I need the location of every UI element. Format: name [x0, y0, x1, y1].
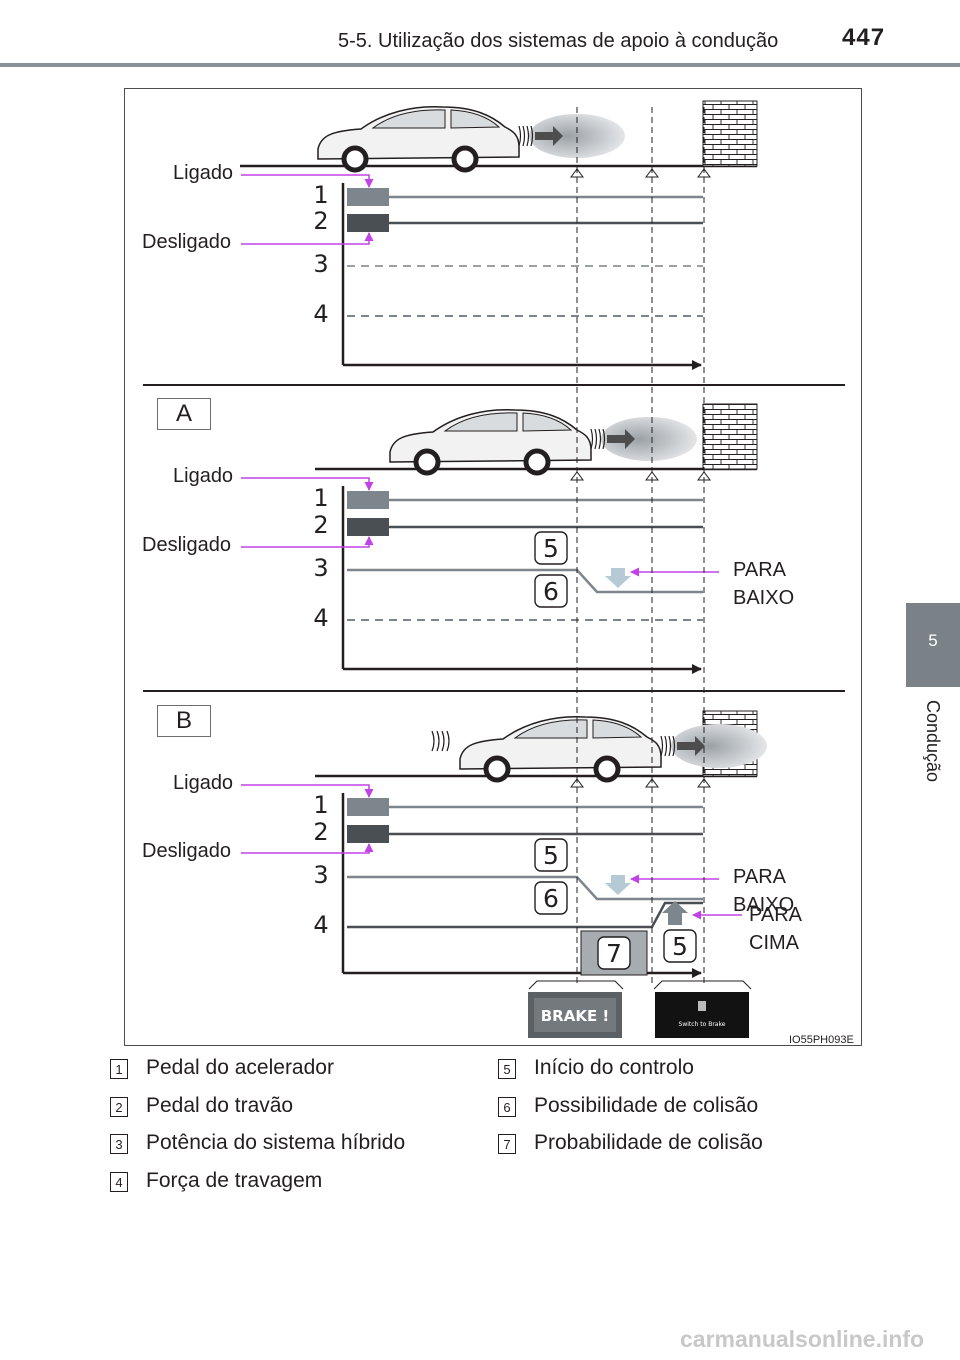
a-power-line — [347, 568, 703, 594]
b-box-5-brake: 5 — [672, 932, 688, 961]
legend-text: Probabilidade de colisão — [534, 1131, 763, 1154]
a-row-number-4: 4 — [313, 604, 328, 632]
b-box-6: 6 — [543, 884, 559, 913]
top-off-label: Desligado — [142, 231, 231, 253]
legend-text: Pedal do travão — [146, 1093, 294, 1117]
pedal-icon — [698, 1001, 706, 1011]
b-row-number-4: 4 — [313, 911, 328, 939]
b-off-label: Desligado — [142, 840, 231, 862]
a-down-arrow — [605, 568, 631, 588]
b-row-number-1: 1 — [313, 791, 328, 819]
switch-to-brake-text: Switch to Brake — [679, 1021, 726, 1028]
chapter-label: Condução — [923, 700, 943, 783]
b-braking-line — [347, 901, 703, 929]
top-row-number-3: 3 — [313, 250, 328, 278]
legend-text: Possibilidade de colisão — [534, 1093, 759, 1117]
a-box-5-frame — [534, 531, 568, 565]
b-para-cima-label: PARA CIMA — [749, 904, 801, 954]
a-box-6-frame — [534, 574, 568, 608]
section-title: 5-5. Utilização dos sistemas de apoio à … — [338, 30, 779, 52]
legend-number: 1 — [110, 1059, 128, 1079]
a-brake-block — [347, 518, 389, 536]
b-on-label: Ligado — [173, 772, 234, 794]
a-para-baixo-label: PARA BAIXO — [733, 559, 795, 609]
legend-number: 6 — [498, 1096, 516, 1117]
legend-text: Potência do sistema híbrido — [146, 1131, 406, 1154]
a-box-5: 5 — [543, 534, 559, 563]
figure-code: IO55PH093E — [789, 1034, 854, 1046]
legend-number: 7 — [498, 1134, 516, 1154]
b-box-5-brake-frame — [663, 929, 697, 963]
b-off-arrow — [241, 843, 374, 854]
a-box-6: 6 — [543, 577, 559, 606]
top-on-label: Ligado — [173, 162, 234, 184]
top-on-arrow — [241, 174, 374, 188]
chapter-tab[interactable]: 5 — [906, 603, 960, 687]
top-brake-block — [347, 214, 389, 232]
legend-number: 3 — [110, 1134, 128, 1154]
a-off-arrow — [241, 536, 374, 548]
a-off-label: Desligado — [142, 534, 231, 556]
top-row-number-1: 1 — [313, 181, 328, 209]
b-box-6-frame — [534, 881, 568, 915]
a-car — [389, 408, 592, 476]
top-radar-beam — [518, 114, 625, 158]
a-wall — [702, 403, 758, 470]
b-row-number-3: 3 — [313, 861, 328, 889]
b-box-5-frame — [534, 838, 568, 872]
top-accelerator-block — [347, 188, 389, 206]
header-rule — [0, 63, 960, 67]
b-box-7-frame — [597, 936, 631, 970]
section-b-box: B — [157, 705, 211, 737]
a-on-arrow — [241, 477, 374, 491]
a-row-number-1: 1 — [313, 484, 328, 512]
legend-number: 4 — [110, 1171, 128, 1192]
top-row-number-4: 4 — [313, 300, 328, 328]
page-number: 447 — [842, 24, 886, 51]
b-radar-beam — [660, 724, 767, 768]
section-a-box: A — [157, 398, 211, 430]
a-on-label: Ligado — [173, 465, 234, 487]
b-brake-block — [347, 825, 389, 843]
watermark: carmanualsonline.info — [680, 1326, 925, 1352]
a-row-number-2: 2 — [313, 511, 328, 539]
legend-text: Força de travagem — [146, 1168, 323, 1192]
top-wall — [702, 100, 758, 167]
legend-number: 2 — [110, 1096, 128, 1117]
chapter-number: 5 — [928, 631, 938, 650]
switch-to-brake-display — [655, 992, 749, 1038]
b-down-arrow — [605, 875, 631, 895]
a-accelerator-block — [347, 491, 389, 509]
b-power-line — [347, 875, 703, 901]
b-up-arrow — [662, 901, 688, 925]
b-box-5: 5 — [543, 841, 559, 870]
b-box-7: 7 — [606, 939, 622, 968]
b-car — [459, 715, 662, 783]
b-on-arrow — [241, 784, 374, 798]
top-row-number-2: 2 — [313, 207, 328, 235]
top-off-arrow — [241, 232, 374, 245]
legend-number: 5 — [498, 1059, 516, 1079]
b-para-baixo-label: PARA BAIXO — [733, 866, 795, 916]
b-accelerator-block — [347, 798, 389, 816]
legend-text: Início do controlo — [534, 1056, 694, 1079]
a-radar-beam — [590, 417, 697, 461]
a-row-number-3: 3 — [313, 554, 328, 582]
brake-warning-text: BRAKE ! — [541, 1007, 610, 1025]
legend-text: Pedal do acelerador — [146, 1056, 334, 1079]
top-car — [317, 105, 520, 173]
b-row-number-2: 2 — [313, 818, 328, 846]
